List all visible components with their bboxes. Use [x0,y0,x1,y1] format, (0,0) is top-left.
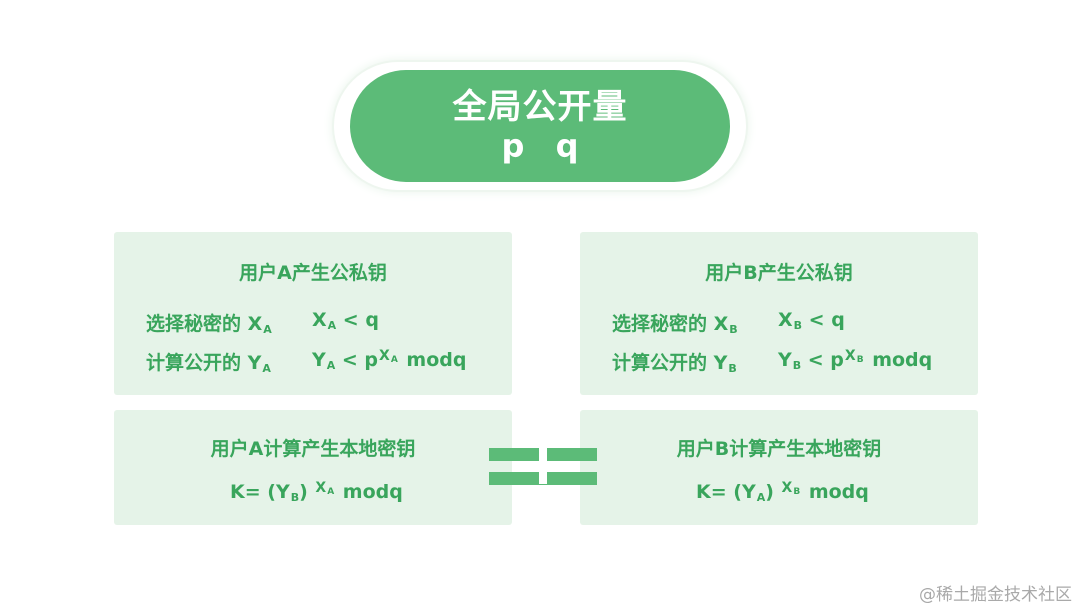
expr-rest-a: < p [801,349,844,371]
expr-sub: A [326,359,336,372]
watermark-text: @稀土掘金技术社区 [919,585,1072,605]
row-secret-constraint: XB < q [778,309,845,332]
header-title: 全局公开量 [452,87,628,127]
header-pill: 全局公开量 p q [350,70,730,182]
k-sub: A [756,491,766,504]
expr-sub: B [793,319,803,332]
expr-rest-a: < p [335,349,379,371]
expr-exponent: XA [379,348,398,365]
card-title: 用户A计算产生本地密钥 [210,438,416,460]
equals-sign-gap [539,444,547,484]
row-public-formula: YA < pXA modq [312,348,466,372]
shared-key-formula: K= (YA) XB modq [696,480,869,504]
header-subtitle: p q [501,127,589,165]
card-title: 用户B计算产生本地密钥 [676,438,882,460]
expr-sub: A [327,319,337,332]
exponent-var: X [315,480,327,496]
row-compute-public: 计算公开的 YB [612,348,737,375]
exponent-sub: A [327,487,335,497]
exponent-var: X [379,348,390,364]
k-exponent: XB [781,480,801,497]
card-user-a-shared-key: 用户A计算产生本地密钥 K= (YB) XA modq [114,410,512,525]
k-rest: modq [336,481,403,503]
k-rest: modq [802,481,869,503]
expr-sub: B [792,359,802,372]
expr-rest: < q [336,309,379,331]
exponent-sub: A [390,355,398,365]
row-choose-secret: 选择秘密的 XB [612,309,738,336]
row-label-sub: B [728,362,737,375]
card-user-a-keys: 用户A产生公私钥 选择秘密的 XA XA < q 计算公开的 YA YA < p… [114,232,512,395]
k-prefix: K= (Y [230,481,290,503]
row-label-sub: A [263,323,272,336]
k-paren: ) [765,481,781,503]
exponent-sub: B [793,487,801,497]
expr-rest: < q [802,309,845,331]
row-label-sub: A [262,362,271,375]
row-label: 选择秘密的 X [146,313,263,335]
shared-key-formula: K= (YB) XA modq [230,480,403,504]
card-title: 用户B产生公私钥 [705,262,853,284]
row-compute-public: 计算公开的 YA [146,348,271,375]
row-public-formula: YB < pXB modq [778,348,932,372]
row-label: 计算公开的 Y [146,352,262,374]
exponent-var: X [781,480,793,496]
row-label-sub: B [729,323,738,336]
k-paren: ) [299,481,315,503]
expr-var: Y [312,349,326,371]
k-sub: B [290,491,300,504]
card-user-b-keys: 用户B产生公私钥 选择秘密的 XB XB < q 计算公开的 YB YB < p… [580,232,978,395]
row-label: 计算公开的 Y [612,352,728,374]
expr-var: X [778,309,793,331]
expr-var: X [312,309,327,331]
row-choose-secret: 选择秘密的 XA [146,309,272,336]
expr-exponent: XB [844,348,864,365]
card-user-b-shared-key: 用户B计算产生本地密钥 K= (YA) XB modq [580,410,978,525]
exponent-var: X [844,348,856,364]
row-secret-constraint: XA < q [312,309,379,332]
expr-rest-b: modq [399,349,467,371]
expr-var: Y [778,349,792,371]
exponent-sub: B [856,355,864,365]
expr-rest-b: modq [865,349,933,371]
k-exponent: XA [315,480,335,497]
k-prefix: K= (Y [696,481,756,503]
card-title: 用户A产生公私钥 [239,262,387,284]
row-label: 选择秘密的 X [612,313,729,335]
